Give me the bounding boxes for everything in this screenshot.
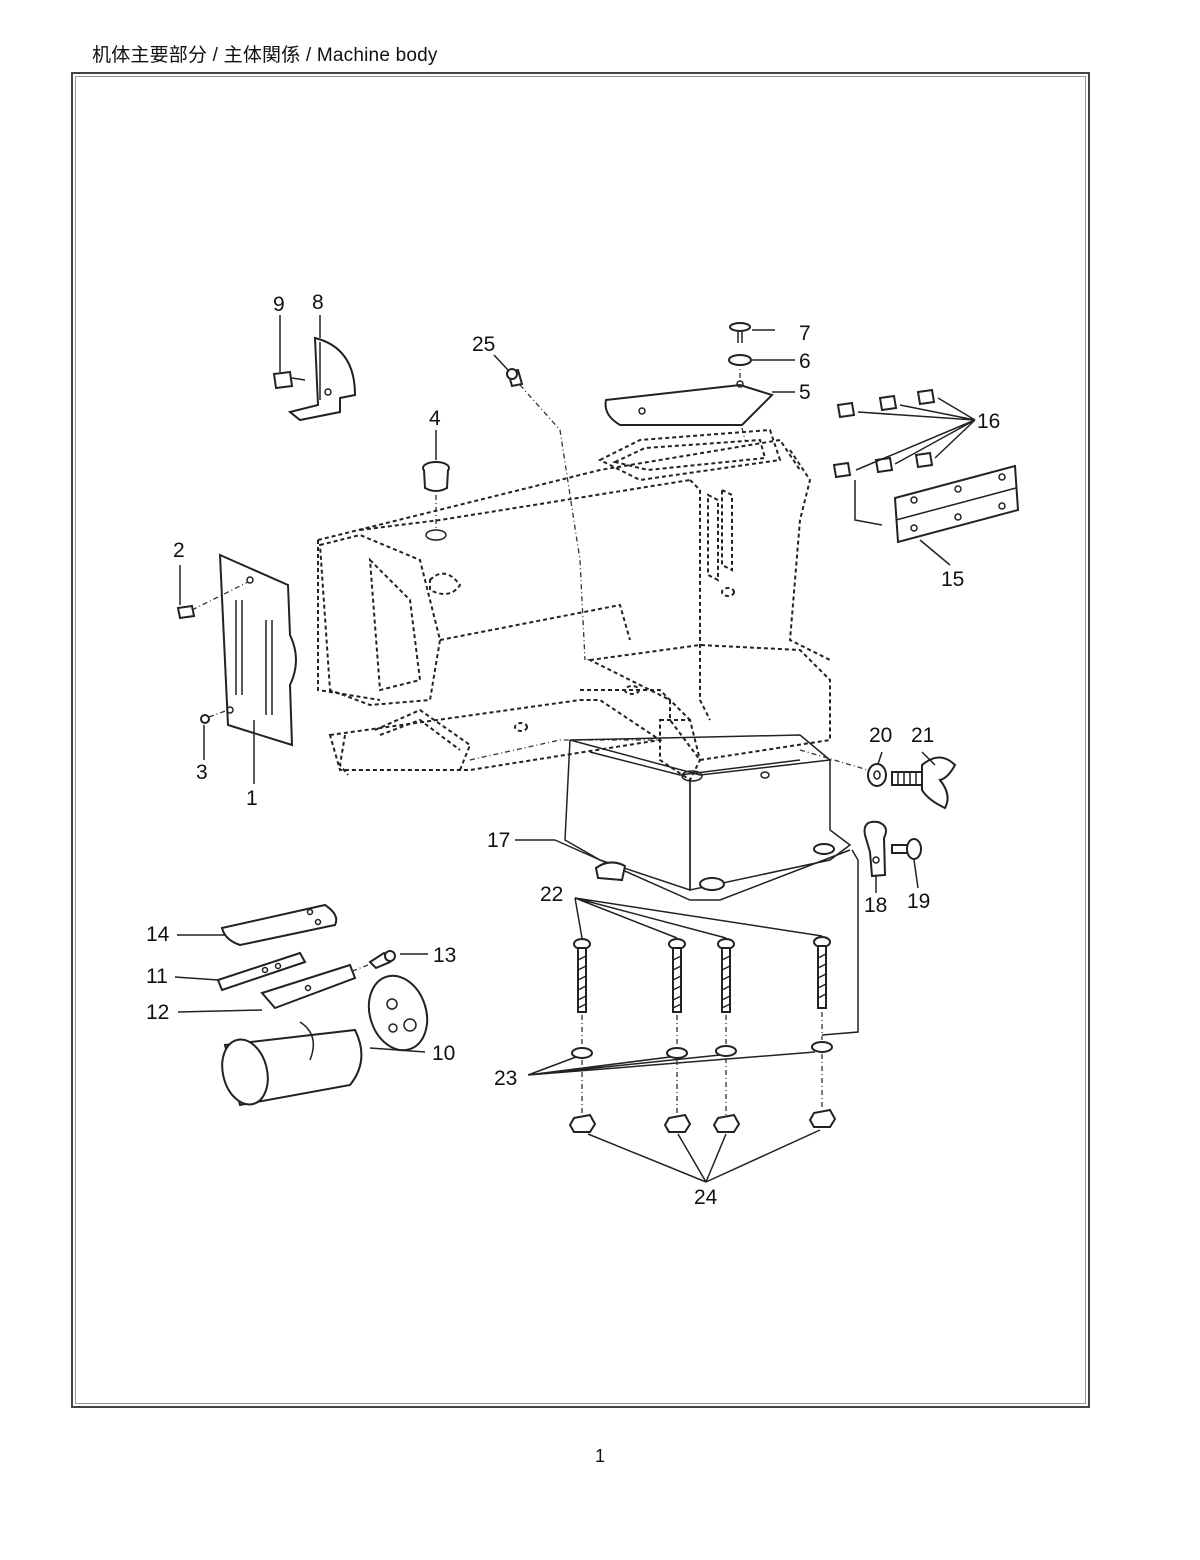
part-7-thumb-screw <box>730 323 775 343</box>
callout-15: 15 <box>941 568 964 591</box>
callout-18: 18 <box>864 894 887 917</box>
callout-1: 1 <box>246 787 258 810</box>
part-1-side-plate <box>220 555 296 745</box>
part-15-hinge <box>855 466 1018 542</box>
callout-2: 2 <box>173 539 185 562</box>
callout-5: 5 <box>799 381 811 404</box>
callout-8: 8 <box>312 291 324 314</box>
callout-21: 21 <box>911 724 934 747</box>
part-9-screw <box>274 372 305 388</box>
part-13-screw <box>350 951 395 972</box>
callout-19: 19 <box>907 890 930 913</box>
callout-17: 17 <box>487 829 510 852</box>
part-21-wing-nut <box>892 758 955 809</box>
part-18-hook <box>865 822 886 876</box>
part-19-screw <box>892 839 921 859</box>
callout-23: 23 <box>494 1067 517 1090</box>
part-3-screw <box>201 710 228 723</box>
callout-9: 9 <box>273 293 285 316</box>
callout-3: 3 <box>196 761 208 784</box>
part-14-top-plate <box>222 905 336 945</box>
part-23-washers <box>528 1042 832 1115</box>
part-25-plug <box>507 369 522 386</box>
callout-7: 7 <box>799 322 811 345</box>
callout-20: 20 <box>869 724 892 747</box>
machine-body-outline <box>318 385 830 780</box>
callout-25: 25 <box>472 333 495 356</box>
part-4-rubber-plug <box>423 462 449 540</box>
callout-16: 16 <box>977 410 1000 433</box>
page-number: 1 <box>0 1446 1200 1467</box>
callout-6: 6 <box>799 350 811 373</box>
callout-24: 24 <box>694 1186 718 1209</box>
callout-11: 11 <box>146 965 168 988</box>
callout-12: 12 <box>146 1001 169 1024</box>
callout-10: 10 <box>432 1042 455 1065</box>
callout-4: 4 <box>429 407 441 430</box>
part-16-screws <box>834 390 975 477</box>
part-5-top-cover <box>606 360 772 440</box>
callout-13: 13 <box>433 944 456 967</box>
part-20-washer <box>800 750 886 786</box>
callout-22: 22 <box>540 883 563 906</box>
callout-14: 14 <box>146 923 170 946</box>
part-6-washer <box>729 355 751 365</box>
part-24-nuts <box>570 1110 835 1182</box>
